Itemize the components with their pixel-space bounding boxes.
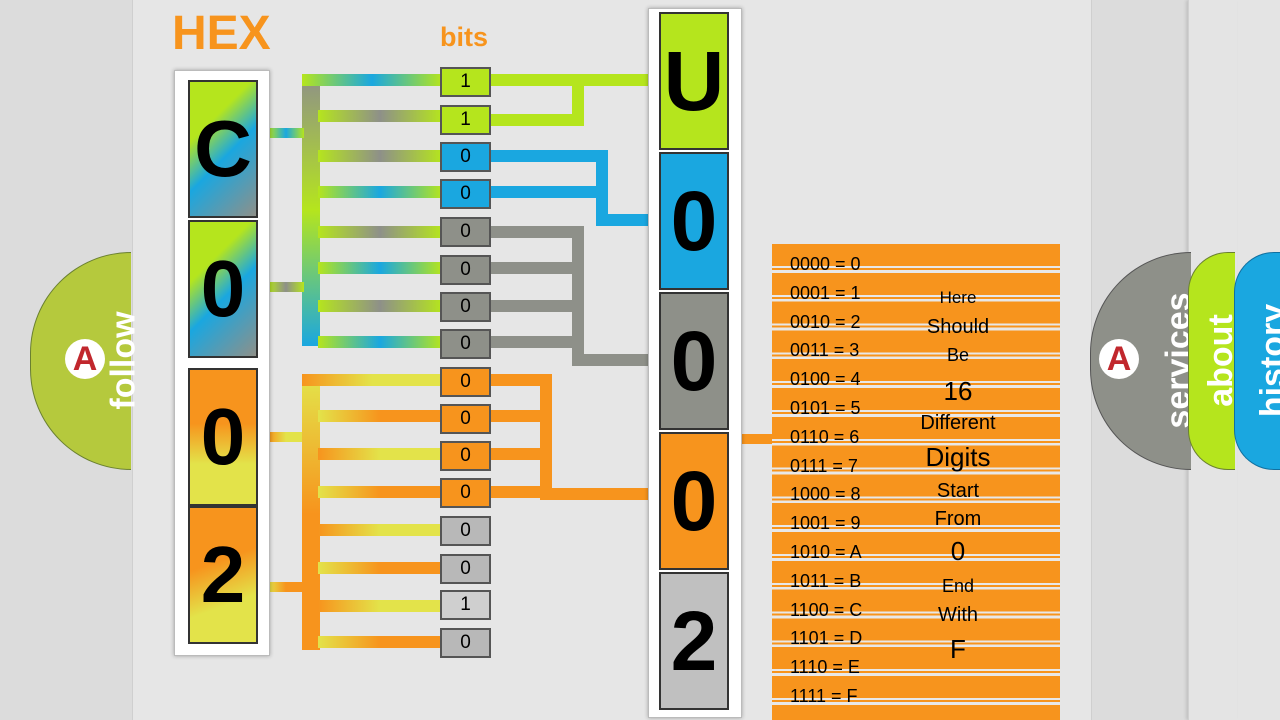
about-tab[interactable]: about <box>1188 252 1240 470</box>
note-line: Be <box>946 345 970 365</box>
table-row: 1111 = F <box>790 685 858 706</box>
note-line: F <box>950 634 966 664</box>
output-digit-0-orange: 0 <box>659 432 729 570</box>
bit-16: 0 <box>440 628 491 658</box>
binary-hex-table: 0000 = 0 0001 = 1 0010 = 2 0011 = 3 0100… <box>790 250 890 711</box>
note-line: With <box>938 604 978 626</box>
bits-title: bits <box>440 22 489 52</box>
output-digit-u: U <box>659 12 729 150</box>
bit-1: 1 <box>440 67 491 97</box>
output-digit-2: 2 <box>659 572 729 710</box>
table-row: 0010 = 2 <box>790 311 861 332</box>
bit-15: 1 <box>440 590 491 620</box>
note-line: Should <box>926 316 990 338</box>
bit-4: 0 <box>440 179 491 209</box>
note-line: Start <box>936 480 980 502</box>
brand-logo-icon: A <box>1099 339 1139 379</box>
note-line: Different <box>920 412 996 434</box>
bit-5: 0 <box>440 217 491 247</box>
note-line: Here <box>939 288 977 307</box>
bit-13: 0 <box>440 516 491 546</box>
history-label: history <box>1254 303 1280 418</box>
note-line: Digits <box>925 442 991 472</box>
bit-8: 0 <box>440 329 491 359</box>
table-row: 1110 = E <box>790 657 860 678</box>
brand-logo-icon: A <box>65 339 105 379</box>
history-tab[interactable]: history <box>1234 252 1280 470</box>
bit-2: 1 <box>440 105 491 135</box>
bit-11: 0 <box>440 441 491 471</box>
table-row: 0110 = 6 <box>790 426 860 447</box>
table-row: 1101 = D <box>790 628 863 649</box>
note-line: From <box>934 508 982 530</box>
bit-10: 0 <box>440 404 491 434</box>
hex-digit-0-a: 0 <box>188 220 258 358</box>
bit-7: 0 <box>440 292 491 322</box>
note-line: 16 <box>943 376 973 406</box>
note-line: End <box>941 576 975 596</box>
bit-14: 0 <box>440 554 491 584</box>
table-row: 1100 = C <box>790 599 863 620</box>
table-row: 0111 = 7 <box>790 455 858 476</box>
table-background <box>772 244 1060 720</box>
table-row: 1000 = 8 <box>790 484 861 505</box>
hex-digit-0-b: 0 <box>188 368 258 506</box>
table-row: 1011 = B <box>790 570 862 591</box>
bit-9: 0 <box>440 367 491 397</box>
table-row: 0001 = 1 <box>790 282 861 303</box>
table-row: 1010 = A <box>790 541 862 562</box>
hex-digit-c: C <box>188 80 258 218</box>
table-row: 1001 = 9 <box>790 513 861 534</box>
table-row: 0011 = 3 <box>790 340 860 361</box>
follow-label: follow <box>104 311 143 410</box>
bit-3: 0 <box>440 142 491 172</box>
table-row: 0100 = 4 <box>790 369 861 390</box>
bit-12: 0 <box>440 478 491 508</box>
hex-title: HEX <box>172 7 271 60</box>
output-digit-0-blue: 0 <box>659 152 729 290</box>
hex-digit-2: 2 <box>188 506 258 644</box>
table-row: 0101 = 5 <box>790 397 861 418</box>
table-row: 0000 = 0 <box>790 254 861 274</box>
bit-6: 0 <box>440 255 491 285</box>
note-line: 0 <box>950 536 966 566</box>
output-digit-0-gray: 0 <box>659 292 729 430</box>
